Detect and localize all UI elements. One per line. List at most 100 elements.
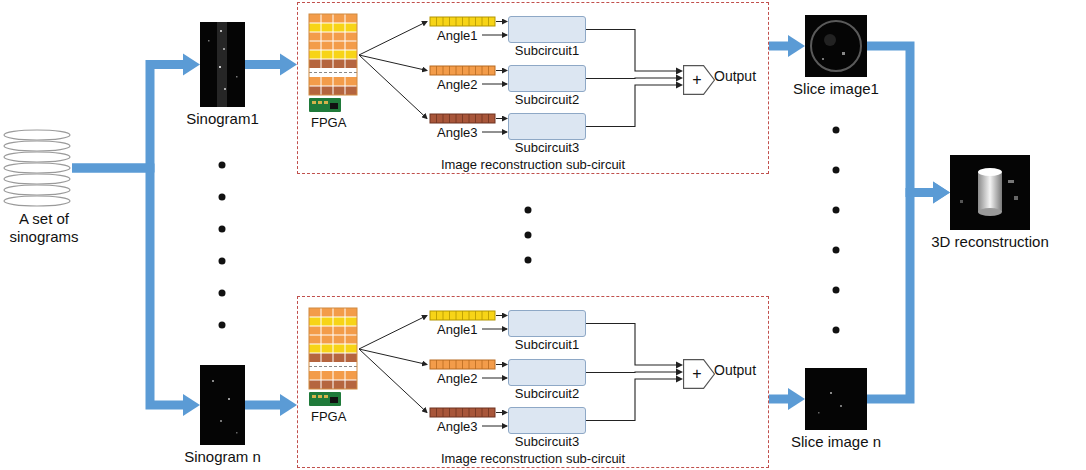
circuit-internals (309, 14, 507, 132)
arrow-head (676, 82, 683, 89)
flow-arrow (769, 388, 805, 410)
node-label: A set of sinograms (2, 210, 86, 246)
image-speck (236, 76, 238, 78)
process-box: Subcircuit3 (508, 407, 586, 434)
arrow-head (676, 75, 683, 82)
image-speck (212, 380, 214, 382)
image-speck (1014, 196, 1018, 200)
signal-wire (586, 75, 683, 82)
node-label: Subcircuit2 (515, 92, 579, 107)
cylinder-top (978, 168, 1002, 176)
flow-arrow (245, 394, 297, 416)
image-speck (224, 88, 226, 90)
angle-label: Angle1 (437, 28, 477, 43)
flow-line (769, 42, 789, 51)
dot (525, 207, 532, 214)
dot (525, 232, 532, 239)
arrow-head (676, 376, 683, 383)
angle-label: Angle1 (437, 322, 477, 337)
arrow-head (676, 68, 683, 75)
slice-image: Slice image1 (805, 15, 867, 77)
output-label: Output (714, 69, 756, 84)
image-speck (228, 398, 230, 400)
image-speck (960, 200, 963, 203)
slice-image (805, 368, 867, 430)
image-ring (811, 21, 861, 71)
circuit-internals (309, 308, 507, 426)
wire-line (586, 379, 677, 421)
stack-ring (4, 174, 70, 184)
stack-ring (4, 185, 70, 195)
cylinder-base (978, 208, 1002, 216)
group-caption: Image reconstruction sub-circuit (298, 157, 768, 172)
image-speck (830, 392, 832, 394)
wire-line (586, 324, 677, 366)
volume-render (950, 155, 1030, 230)
sinogram-stack: A set of sinograms (2, 128, 72, 208)
flow-arrow (867, 46, 950, 204)
angle-label: Angle2 (437, 371, 477, 386)
arrow-head (280, 54, 297, 76)
stack-ring (4, 141, 70, 151)
image-blob (824, 34, 836, 46)
node-label: Subcircuit1 (515, 337, 579, 352)
node-label: Subcircuit3 (515, 434, 579, 449)
image-ground (200, 22, 245, 107)
flow-line (72, 65, 184, 169)
image-ground (950, 155, 1030, 230)
stack-ring (4, 152, 70, 162)
image-speck (220, 30, 222, 32)
image-speck (1008, 180, 1014, 183)
image-speck (208, 40, 210, 42)
image-speck (220, 420, 222, 422)
node-label: Slice image1 (793, 80, 879, 98)
dot (833, 327, 840, 334)
flow-arrow (72, 168, 200, 416)
sinogram-image (200, 365, 245, 445)
dot (525, 257, 532, 264)
arrow-head (183, 54, 200, 76)
image-streak (217, 22, 227, 107)
dot (219, 162, 226, 169)
ellipsis-dots (219, 127, 840, 334)
arrow-head (280, 394, 297, 416)
sinogram-image: Sinogram1 (200, 22, 245, 107)
flow-line (72, 168, 184, 405)
image-speck (840, 405, 842, 407)
flow-line (245, 401, 281, 410)
image-speck (818, 412, 820, 414)
arrow-head (676, 362, 683, 369)
subcircuit-group: Image reconstruction sub-circuit Subcircu… (297, 296, 769, 468)
arrow-head (183, 394, 200, 416)
signal-wire (586, 30, 683, 75)
stack-ring (4, 163, 70, 173)
group-caption: Image reconstruction sub-circuit (298, 451, 768, 466)
arrow-head (933, 182, 950, 204)
adder-symbol: + (683, 65, 715, 95)
node-label: Subcircuit3 (515, 140, 579, 155)
image-speck (236, 432, 238, 434)
image-ground (200, 365, 245, 445)
slice-image (805, 15, 867, 77)
wire-line (586, 30, 677, 72)
cylinder-body (978, 172, 1002, 212)
dot (833, 207, 840, 214)
signal-wire (586, 369, 683, 376)
dot (833, 287, 840, 294)
board-label: FPGA (311, 115, 346, 130)
sinogram-image: Sinogram n (200, 365, 245, 445)
image-ground (805, 368, 867, 430)
process-box: Subcircuit1 (508, 16, 586, 43)
node-label: Subcircuit1 (515, 43, 579, 58)
node-label: Subcircuit2 (515, 386, 579, 401)
wire-line (586, 371, 677, 373)
dot (833, 167, 840, 174)
image-ground (805, 15, 867, 77)
image-speck (219, 66, 221, 68)
image-speck (842, 52, 845, 55)
dot (219, 322, 226, 329)
stack-ring (4, 196, 70, 206)
process-box: Subcircuit1 (508, 310, 586, 337)
adder-symbol: + (683, 359, 715, 389)
sinogram-stack (4, 130, 70, 206)
